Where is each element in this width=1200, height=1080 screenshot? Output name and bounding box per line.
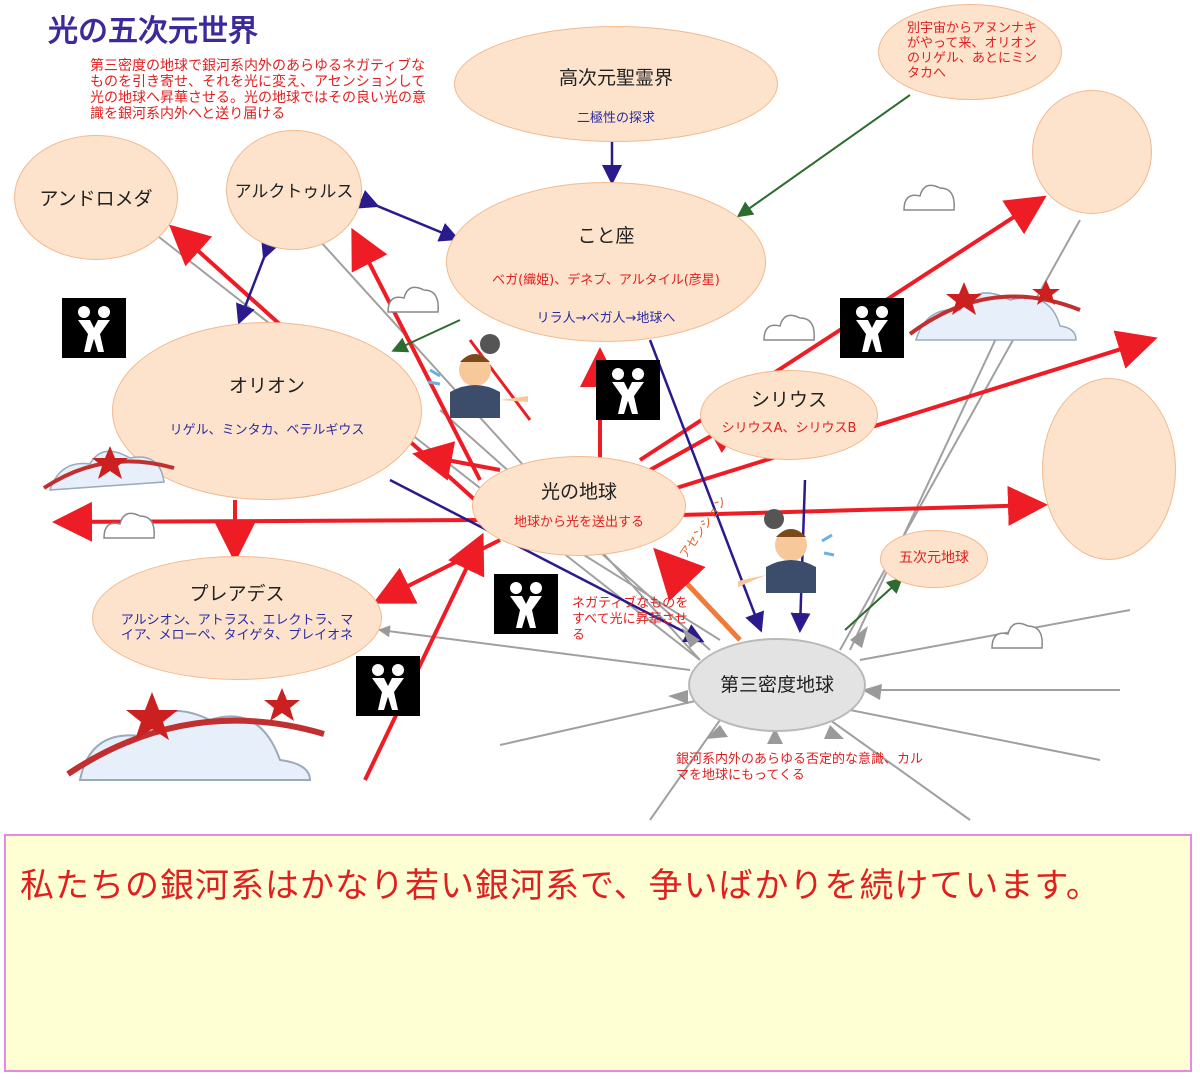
red-arrow [468, 339, 532, 421]
angry-man-icon [427, 334, 528, 418]
gray-ray [499, 699, 701, 746]
smoke-icon [991, 622, 1043, 649]
fighting-icon [356, 656, 420, 716]
corner-note: 別宇宙からアヌンナキがやって来、オリオンのリゲル、あとにミンタカへ [907, 21, 1038, 81]
node-blank-right [1042, 378, 1176, 560]
gray-ray [829, 719, 971, 821]
node-higher-dimension: 高次元聖霊界 二極性の探求 [454, 26, 778, 142]
red-arrow [669, 330, 1158, 492]
spike [682, 628, 700, 648]
node-arcturus: アルクトゥルス [226, 130, 362, 250]
gray-ray [849, 329, 1001, 651]
galaxy-diagram: 光の五次元世界 第三密度の地球で銀河系内外のあらゆるネガティブなものを引き寄せ、… [14, 4, 1176, 821]
spike [824, 725, 844, 739]
blue-arrow [236, 237, 280, 325]
angry-man-icon [738, 509, 835, 593]
blue-arrow [648, 339, 764, 633]
green-arrow [844, 577, 903, 631]
node-lyra-name: こと座 [577, 225, 635, 247]
node-anunnaki-note: 別宇宙からアヌンナキがやって来、オリオンのリゲル、あとにミンタカへ [878, 4, 1062, 100]
blue-arrow [357, 190, 460, 242]
node-sirius: シリウス シリウスA、シリウスB [700, 370, 878, 460]
gray-ray [849, 709, 1101, 761]
smoke-icon [387, 286, 439, 313]
red-arrow [372, 538, 501, 604]
smoke-icon [763, 314, 815, 341]
node-pleiades-stars: アルシオン、アトラス、エレクトラ、マイア、メローペ、タイゲタ、プレイオネ [120, 613, 354, 643]
fighting-icon [494, 574, 558, 634]
node-orion-stars: リゲル、ミンタカ、ベテルギウス [169, 423, 365, 438]
ascension-arrow [653, 547, 742, 642]
red-arrow [412, 441, 501, 481]
top-note: 第三密度の地球で銀河系内外のあらゆるネガティブなものを引き寄せ、それを光に変え、… [90, 58, 426, 122]
node-pleiades-name: プレアデス [189, 583, 285, 605]
node-lyra: こと座 ベガ(織姫)、デネブ、アルタイル(彦星) リラ人→ベガ人→地球へ [446, 182, 766, 342]
smoke-icon [903, 184, 955, 211]
node-andromeda-name: アンドロメダ [39, 188, 153, 210]
fighting-icon [596, 360, 660, 420]
red-arrow [363, 532, 485, 781]
node-higher-sub: 二極性の探求 [576, 111, 655, 126]
node-third-earth-name: 第三密度地球 [719, 674, 834, 696]
node-sirius-name: シリウス [750, 389, 827, 411]
node-higher-name: 高次元聖霊界 [558, 67, 673, 89]
node-light-earth-sub: 地球から光を送出する [513, 515, 644, 530]
diagram-title: 光の五次元世界 [48, 14, 258, 49]
gray-ray [559, 539, 721, 641]
green-arrow [736, 94, 911, 218]
explosion-cloud-icon [66, 688, 325, 781]
caption-box: 私たちの銀河系はかなり若い銀河系で、争いばかりを続けています。 [4, 834, 1192, 1072]
node-lyra-path: リラ人→ベガ人→地球へ [536, 311, 676, 326]
gray-ray [859, 609, 1131, 661]
node-light-earth: 光の地球 地球から光を送出する [472, 456, 686, 556]
node-sirius-stars: シリウスA、シリウスB [721, 421, 857, 436]
node-andromeda: アンドロメダ [14, 135, 178, 260]
explosion-cloud-icon [42, 446, 175, 491]
spike [862, 684, 882, 700]
spike [668, 690, 688, 704]
gray-ray [309, 229, 701, 661]
node-fifth-earth-name: 五次元地球 [899, 550, 969, 566]
caption-text: 私たちの銀河系はかなり若い銀河系で、争いばかりを続けています。 [20, 866, 1101, 906]
blue-arrow [389, 478, 705, 643]
node-fifth-earth: 五次元地球 [880, 530, 988, 588]
fighting-icon [62, 298, 126, 358]
fighting-icon [840, 298, 904, 358]
spike [850, 626, 868, 648]
node-light-earth-name: 光の地球 [540, 481, 617, 503]
node-orion: オリオン リゲル、ミンタカ、ベテルギウス [112, 322, 422, 500]
spike [706, 725, 728, 739]
node-arcturus-name: アルクトゥルス [234, 182, 354, 202]
bottom-note: 銀河系内外のあらゆる否定的な意識、カルマを地球にもってくる [676, 752, 924, 783]
red-arrow [679, 485, 1048, 526]
negative-note: ネガティブなものをすべて光に昇華させる [572, 596, 689, 643]
smoke-icon [103, 512, 155, 539]
node-orion-name: オリオン [228, 375, 305, 397]
node-blank-upper [1032, 90, 1152, 214]
node-third-density-earth: 第三密度地球 [688, 638, 866, 732]
explosion-cloud-icon [908, 280, 1081, 341]
green-arrow [391, 319, 461, 353]
spike [767, 728, 783, 744]
node-lyra-stars: ベガ(織姫)、デネブ、アルタイル(彦星) [492, 273, 720, 288]
red-arrow [351, 227, 482, 481]
node-pleiades: プレアデス アルシオン、アトラス、エレクトラ、マイア、メローペ、タイゲタ、プレイ… [92, 556, 382, 680]
